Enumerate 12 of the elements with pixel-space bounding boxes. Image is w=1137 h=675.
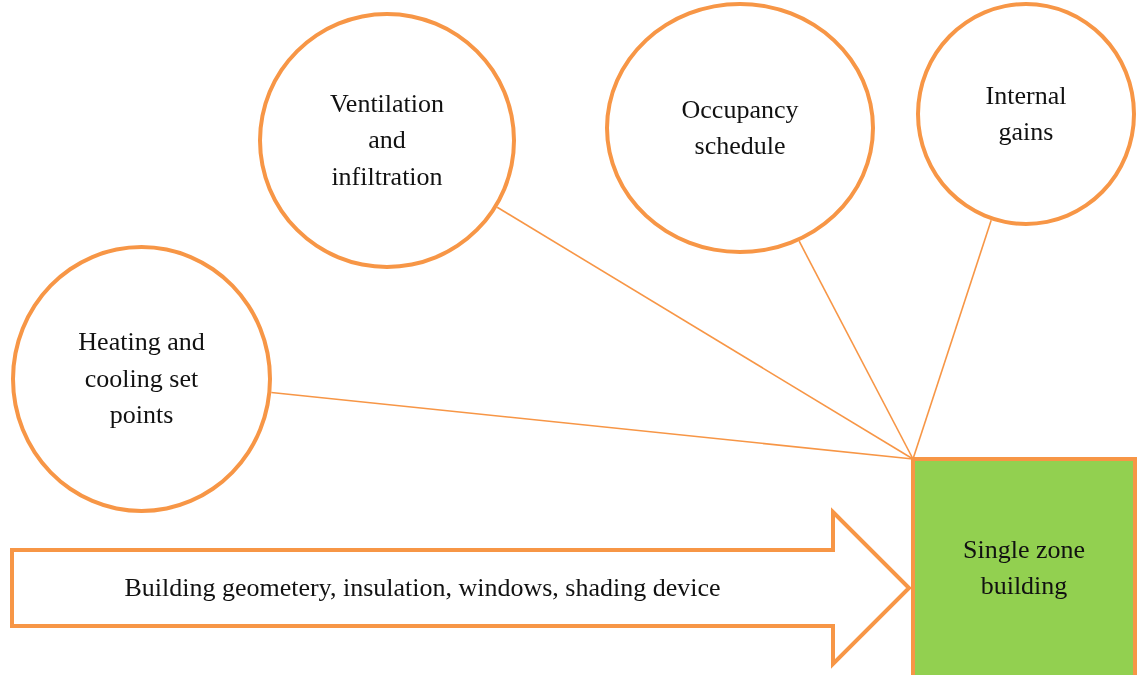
edge-label: Building geometery, insulation, windows, shading device xyxy=(124,571,721,604)
connector-line xyxy=(798,240,914,460)
node-label: Occupancy schedule xyxy=(680,93,800,162)
node-label: Single zone building xyxy=(962,533,1086,602)
connector-line xyxy=(912,219,992,460)
node-label: Ventilation and infiltration xyxy=(328,87,446,193)
connector-line xyxy=(270,391,914,460)
node-label: Internal gains xyxy=(984,79,1068,148)
building-box xyxy=(911,457,1137,675)
node-label: Heating and cooling set points xyxy=(77,326,206,432)
block-arrow xyxy=(10,507,912,669)
connector-line xyxy=(496,206,914,460)
